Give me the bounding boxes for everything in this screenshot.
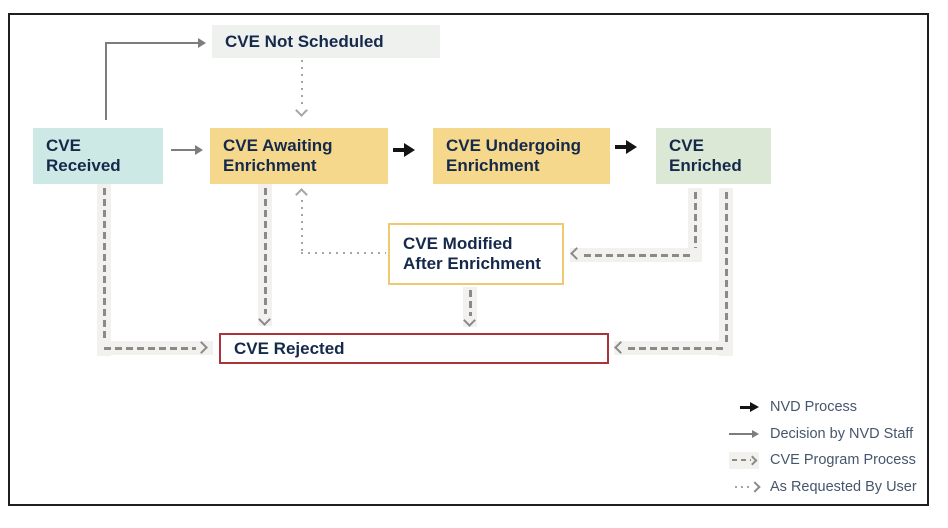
node-cve-awaiting-enrichment: CVE Awaiting Enrichment xyxy=(210,128,388,184)
nvd-process-arrow-icon xyxy=(615,140,637,154)
connector-modified-to-awaiting-horizontal-dotted xyxy=(301,252,386,254)
arrow-head xyxy=(626,140,637,154)
node-label-line: After Enrichment xyxy=(403,254,541,273)
diagram-frame-border xyxy=(8,13,929,506)
arrow-head xyxy=(749,481,761,493)
arrow-shaft xyxy=(729,432,752,435)
connector-enriched-to-rejected-vertical-dashed xyxy=(725,192,728,342)
dotted-arrow-icon xyxy=(703,481,761,493)
legend-item-as-requested-by-user: As Requested By User xyxy=(703,474,917,501)
legend: NVD Process Decision by NVD Staff CVE Pr… xyxy=(703,394,917,500)
connector-received-to-awaiting xyxy=(171,149,197,151)
node-label-line: CVE Awaiting xyxy=(223,136,333,155)
connector-modified-to-rejected-dashed xyxy=(469,290,472,316)
connector-enriched-to-modified-vertical-dashed xyxy=(694,192,697,248)
arrow-head xyxy=(750,402,759,413)
node-label-line: CVE xyxy=(669,136,704,155)
connector-enriched-to-modified-horizontal-dashed xyxy=(584,254,694,257)
arrow-head xyxy=(747,455,758,466)
node-cve-enriched: CVE Enriched xyxy=(656,128,771,184)
node-label-line: CVE Undergoing xyxy=(446,136,582,155)
legend-label: As Requested By User xyxy=(770,478,917,495)
nvd-process-arrow-icon xyxy=(703,402,759,413)
node-label-line: Received xyxy=(46,156,121,175)
arrow-shaft xyxy=(615,145,626,149)
connector-received-to-rejected-vertical-dashed xyxy=(103,188,106,340)
dashed-arrow-track xyxy=(729,451,759,469)
node-label: CVE Not Scheduled xyxy=(225,31,384,51)
connector-enriched-to-rejected-horizontal-dashed xyxy=(628,347,726,350)
node-label-line: Enrichment xyxy=(223,156,317,175)
arrow-shaft xyxy=(740,405,750,409)
staff-decision-arrow-icon xyxy=(703,429,759,438)
node-cve-rejected: CVE Rejected xyxy=(219,333,609,364)
connector-awaiting-to-rejected-dashed xyxy=(264,188,267,314)
connector-received-to-notscheduled-horizontal xyxy=(105,42,200,44)
legend-label: Decision by NVD Staff xyxy=(770,425,914,442)
arrow-shaft xyxy=(732,459,751,462)
legend-label: NVD Process xyxy=(770,399,858,416)
node-label-line: CVE xyxy=(46,136,81,155)
legend-item-decision-by-nvd-staff: Decision by NVD Staff xyxy=(703,421,917,448)
node-label-line: Enriched xyxy=(669,156,742,175)
nvd-process-arrow-icon xyxy=(393,143,415,157)
connector-notscheduled-to-awaiting-dotted xyxy=(301,60,303,108)
node-cve-received: CVE Received xyxy=(33,128,163,184)
legend-item-nvd-process: NVD Process xyxy=(703,394,917,421)
connector-modified-to-awaiting-vertical-dotted xyxy=(301,200,303,254)
arrow-shaft xyxy=(735,485,750,488)
node-cve-modified-after-enrichment: CVE Modified After Enrichment xyxy=(388,223,564,285)
arrow-head xyxy=(752,429,759,438)
arrow-right-icon xyxy=(198,38,206,48)
node-label-line: CVE Modified xyxy=(403,234,513,253)
connector-received-to-notscheduled-vertical xyxy=(105,42,107,120)
legend-label: CVE Program Process xyxy=(770,452,916,469)
node-label-line: Enrichment xyxy=(446,156,540,175)
node-label: CVE Rejected xyxy=(234,338,345,358)
arrow-shaft xyxy=(393,148,404,152)
arrow-head xyxy=(404,143,415,157)
node-cve-not-scheduled: CVE Not Scheduled xyxy=(212,25,440,58)
connector-received-to-rejected-horizontal-dashed xyxy=(104,347,196,350)
legend-item-cve-program-process: CVE Program Process xyxy=(703,447,917,474)
dashed-arrow-icon xyxy=(703,451,759,469)
arrow-right-icon xyxy=(195,145,203,155)
node-cve-undergoing-enrichment: CVE Undergoing Enrichment xyxy=(433,128,610,184)
